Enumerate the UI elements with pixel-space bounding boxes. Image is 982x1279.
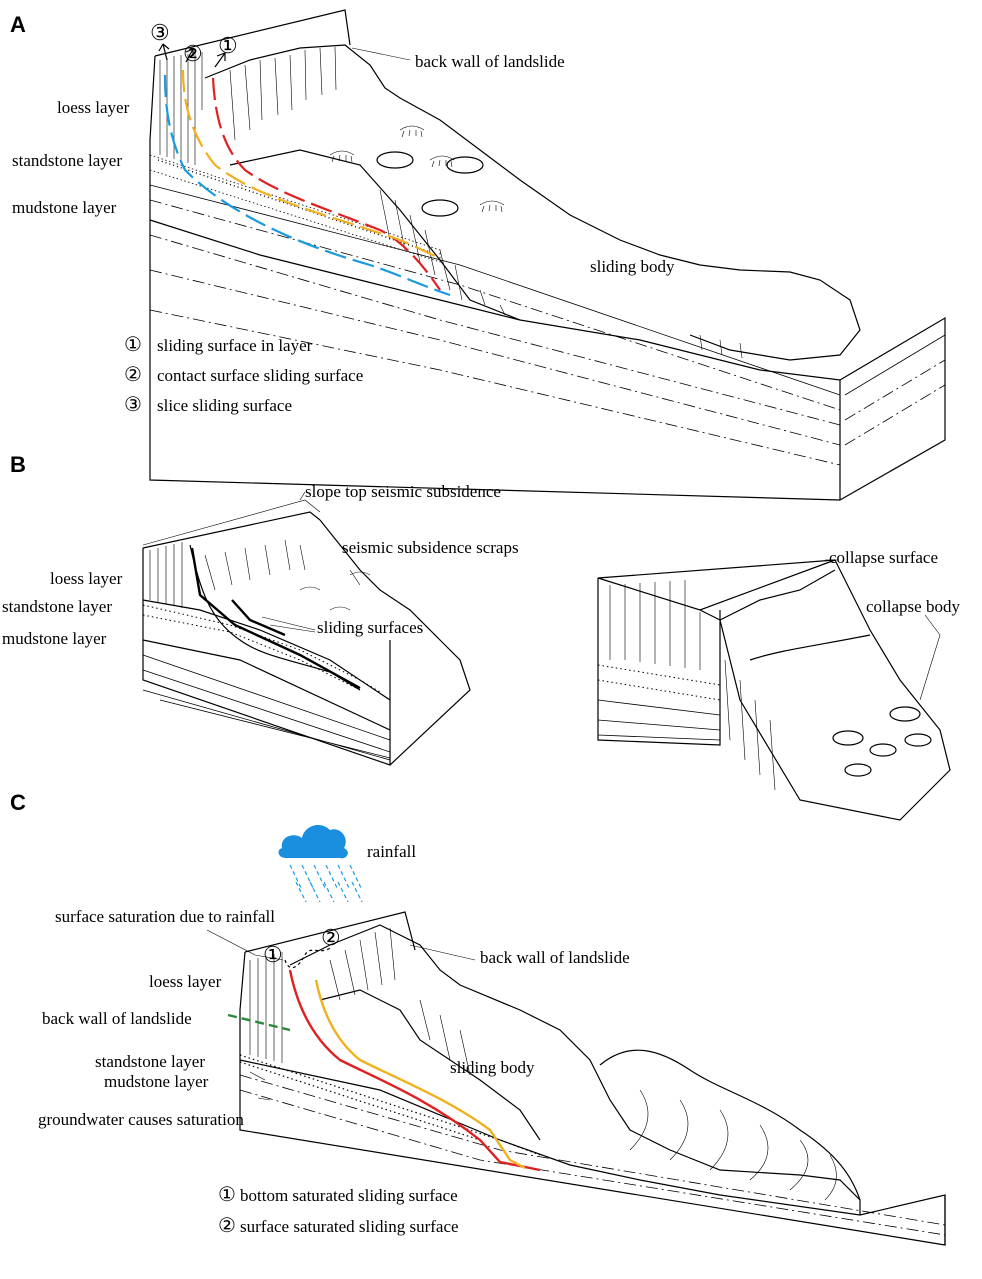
- panel-a: A: [10, 9, 946, 501]
- legend-a-text-2: contact surface sliding surface: [157, 366, 363, 385]
- grass-tufts-a: [329, 125, 505, 213]
- marker-2: ②: [183, 41, 203, 66]
- panel-c-tag: C: [10, 790, 26, 815]
- legend-a-num-2: ②: [124, 364, 142, 386]
- marker-1: ①: [218, 33, 238, 58]
- c-sandstone-layer-label: standstone layer: [95, 1052, 205, 1071]
- collapse-surface-label: collapse surface: [829, 548, 938, 567]
- c-sliding-body-label: sliding body: [450, 1058, 535, 1077]
- panel-b: B: [2, 452, 960, 821]
- rain-cloud-icon: [278, 824, 363, 903]
- panel-a-labels: loess layer standstone layer mudstone la…: [12, 47, 675, 276]
- c-loess-layer-label: loess layer: [149, 972, 222, 991]
- c-back-wall-label: back wall of landslide: [480, 948, 630, 967]
- legend-c-num-1: ①: [218, 1184, 236, 1206]
- groundwater-label: groundwater causes saturation: [38, 1110, 244, 1129]
- surface-saturation-label: surface saturation due to rainfall: [55, 907, 275, 926]
- panel-b-labels: slope top seismic subsidence seismic sub…: [2, 482, 960, 701]
- legend-a-num-3: ③: [124, 394, 142, 416]
- b-mudstone-layer-label: mudstone layer: [2, 629, 107, 648]
- b-loess-layer-label: loess layer: [50, 569, 123, 588]
- sliding-body-label: sliding body: [590, 257, 675, 276]
- c-marker-1: ①: [263, 942, 283, 967]
- panel-c-markers: ① ②: [263, 925, 341, 967]
- panel-a-sliding-surfaces: [158, 43, 451, 297]
- panel-b-left-block: [142, 499, 471, 766]
- legend-a-text-3: slice sliding surface: [157, 396, 292, 415]
- panel-a-block: [149, 9, 946, 501]
- legend-c-num-2: ②: [218, 1215, 236, 1237]
- mudstone-layer-label: mudstone layer: [12, 198, 117, 217]
- legend-a-num-1: ①: [124, 334, 142, 356]
- back-wall-leader: [351, 47, 411, 61]
- panel-b-right-block: [597, 559, 951, 821]
- sandstone-layer-label: standstone layer: [12, 151, 122, 170]
- legend-c-text-2: surface saturated sliding surface: [240, 1217, 459, 1236]
- panel-c-legend: ① bottom saturated sliding surface ② sur…: [218, 1184, 459, 1237]
- panel-c-sliding-surfaces: [227, 947, 541, 1172]
- sliding-surfaces-label: sliding surfaces: [317, 618, 423, 637]
- panel-c: C ① ②: [10, 790, 946, 1246]
- legend-a-text-1: sliding surface in layer: [157, 336, 313, 355]
- panel-a-markers: ③ ② ①: [150, 20, 238, 66]
- slope-top-subsidence-label: slope top seismic subsidence: [305, 482, 501, 501]
- c-back-wall-left-label: back wall of landslide: [42, 1009, 192, 1028]
- marker-3: ③: [150, 20, 170, 45]
- panel-b-tag: B: [10, 452, 26, 477]
- panel-a-tag: A: [10, 12, 26, 37]
- loess-layer-label: loess layer: [57, 98, 130, 117]
- legend-c-text-1: bottom saturated sliding surface: [240, 1186, 458, 1205]
- seismic-scraps-label: seismic subsidence scraps: [342, 538, 519, 557]
- rainfall-label: rainfall: [367, 842, 416, 861]
- panel-c-labels: rainfall surface saturation due to rainf…: [38, 842, 630, 1129]
- b-sandstone-layer-label: standstone layer: [2, 597, 112, 616]
- collapse-body-label: collapse body: [866, 597, 960, 616]
- back-wall-label: back wall of landslide: [415, 52, 565, 71]
- panel-c-block: [239, 911, 946, 1246]
- panel-a-legend: ① sliding surface in layer ② contact sur…: [124, 334, 363, 416]
- c-mudstone-layer-label: mudstone layer: [104, 1072, 209, 1091]
- c-marker-2: ②: [321, 925, 341, 950]
